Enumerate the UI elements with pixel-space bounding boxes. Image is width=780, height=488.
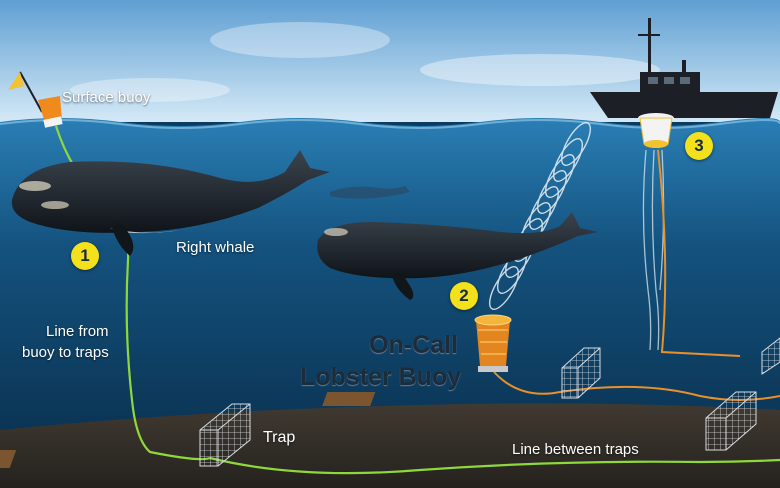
step-badge-3: 3 [685,132,713,160]
distant-whale [330,186,410,199]
retrieval-line [657,149,741,357]
step-badge-1: 1 [71,242,99,270]
seafloor [0,403,780,488]
boat [590,18,778,118]
label-line-from-buoy-2: buoy to traps [22,344,109,361]
cloud [420,54,660,86]
step-badge-2: 2 [450,282,478,310]
label-on-call-2: Lobster Buoy [300,363,462,391]
label-trap: Trap [263,429,296,446]
label-line-between-traps: Line between traps [512,441,639,458]
label-surface-buoy: Surface buoy [62,89,151,106]
right-whale-1 [11,150,331,256]
label-right-whale: Right whale [176,239,255,256]
trap-4 [761,337,780,375]
on-call-buoy-deployed [322,314,512,406]
cloud [210,22,390,58]
surface-buoy [8,71,63,128]
trap-1 [0,403,251,468]
on-call-buoy-surfaced [638,113,674,148]
label-line-from-buoy-1: Line from [46,323,109,340]
surface-highlight [0,119,780,129]
trap-2 [561,347,601,399]
right-whale-2 [317,212,598,300]
line-between-traps-green [209,456,780,475]
label-on-call-1: On-Call [369,331,458,359]
cloud [70,78,230,102]
trap-3 [705,391,757,451]
